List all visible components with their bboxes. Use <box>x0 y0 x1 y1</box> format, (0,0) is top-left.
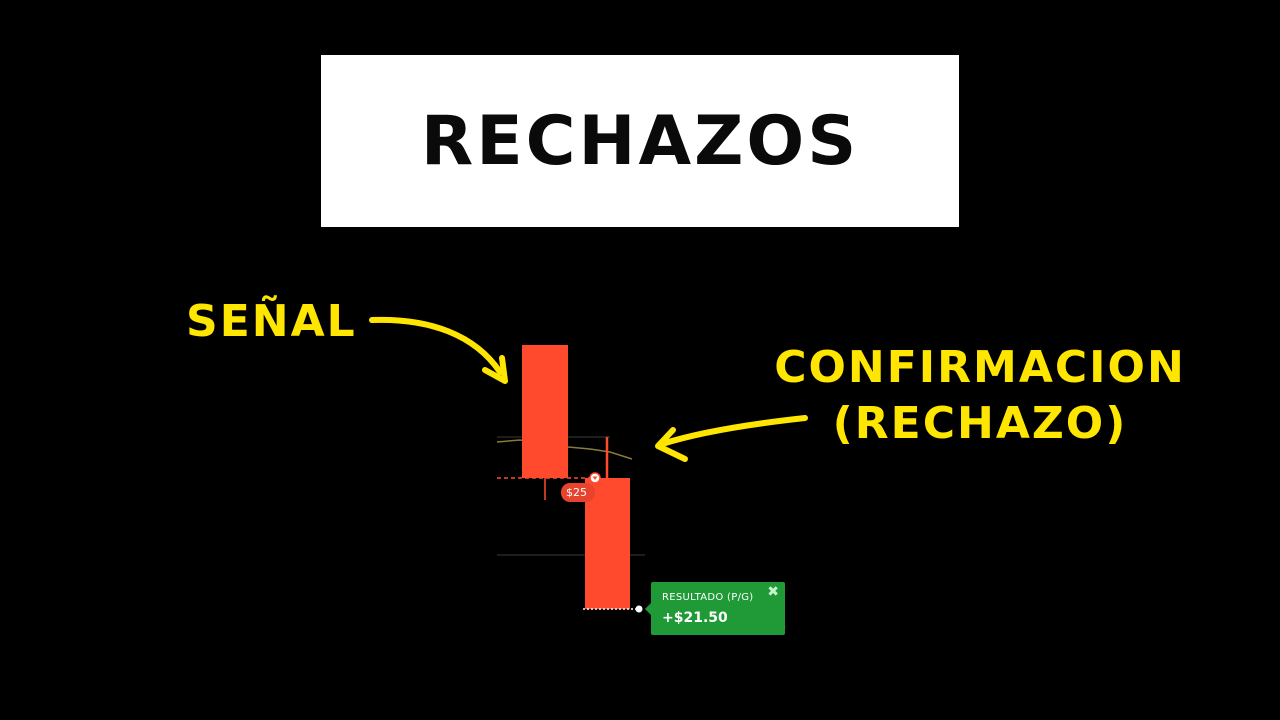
confirmation-arrow-icon <box>659 415 808 447</box>
price-tag: $25 <box>561 483 595 502</box>
confirmation-label-line1: CONFIRMACION <box>774 342 1186 393</box>
sell-marker-arrow-icon <box>592 476 598 480</box>
title-box: RECHAZOS <box>321 55 959 227</box>
close-icon[interactable]: ✖ <box>767 584 779 600</box>
confirmation-arrowhead-icon <box>655 427 688 462</box>
confirmation-label-line2: (RECHAZO) <box>832 398 1128 449</box>
result-value: +$21.50 <box>662 610 728 626</box>
signal-arrow-icon <box>369 316 503 375</box>
signal-candle <box>522 345 568 478</box>
result-label: RESULTADO (P/G) <box>662 592 754 603</box>
signal-arrowhead-icon <box>482 355 508 384</box>
page-title: RECHAZOS <box>420 101 860 181</box>
confirmation-candle <box>585 478 630 609</box>
result-pointer <box>645 603 651 615</box>
result-box: RESULTADO (P/G) +$21.50 ✖ <box>651 582 785 635</box>
confirmation-label: CONFIRMACION (RECHAZO) <box>762 340 1198 452</box>
signal-label: SEÑAL <box>186 296 357 347</box>
close-point <box>635 605 643 613</box>
